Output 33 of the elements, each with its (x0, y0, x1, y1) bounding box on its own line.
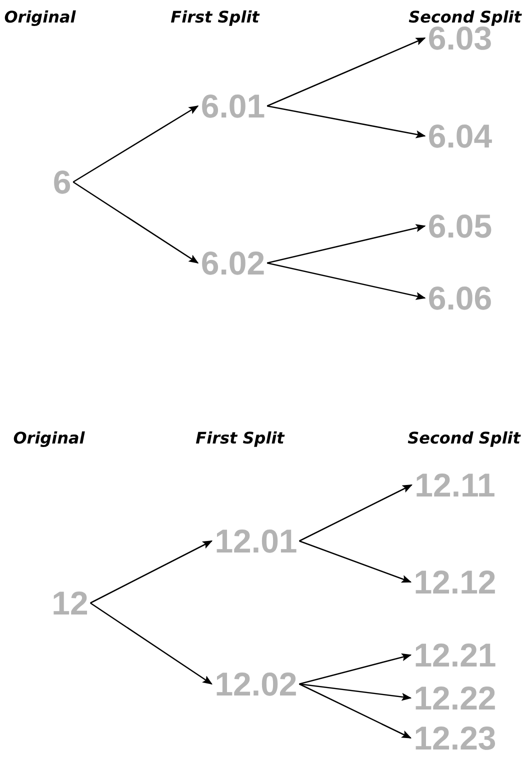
arrow (267, 105, 426, 138)
arrow (90, 602, 213, 685)
split-number: 6.06 (428, 282, 492, 314)
split-number: 12.23 (414, 722, 496, 754)
split-number: 12.21 (414, 638, 496, 672)
column-header: Original (13, 428, 85, 448)
split-number: 12.01 (214, 524, 298, 558)
column-header: First Split (170, 8, 260, 26)
arrow (299, 484, 412, 542)
split-number: 6.05 (428, 210, 492, 242)
split-number: 12.11 (414, 468, 496, 502)
arrow (72, 105, 199, 183)
arrow (299, 683, 412, 739)
split-number: 12.22 (414, 682, 496, 714)
column-header: Second Split (408, 428, 520, 448)
column-header: First Split (196, 428, 284, 448)
column-header: Second Split (408, 8, 522, 26)
arrow (299, 540, 412, 583)
arrow (299, 683, 412, 701)
split-number: 12 (52, 586, 88, 620)
arrow (90, 540, 213, 604)
split-number: 6.02 (200, 246, 266, 280)
split-number: 6.01 (200, 90, 266, 122)
arrow (266, 224, 426, 264)
column-header: Original (4, 8, 76, 26)
arrow (266, 37, 426, 107)
arrow (266, 262, 426, 300)
split-number: 12.02 (214, 668, 298, 700)
arrow (72, 181, 199, 264)
split-number: 6.04 (428, 120, 492, 152)
arrow (299, 653, 412, 685)
split-number: 6 (52, 166, 72, 198)
split-number: 12.12 (414, 566, 496, 598)
